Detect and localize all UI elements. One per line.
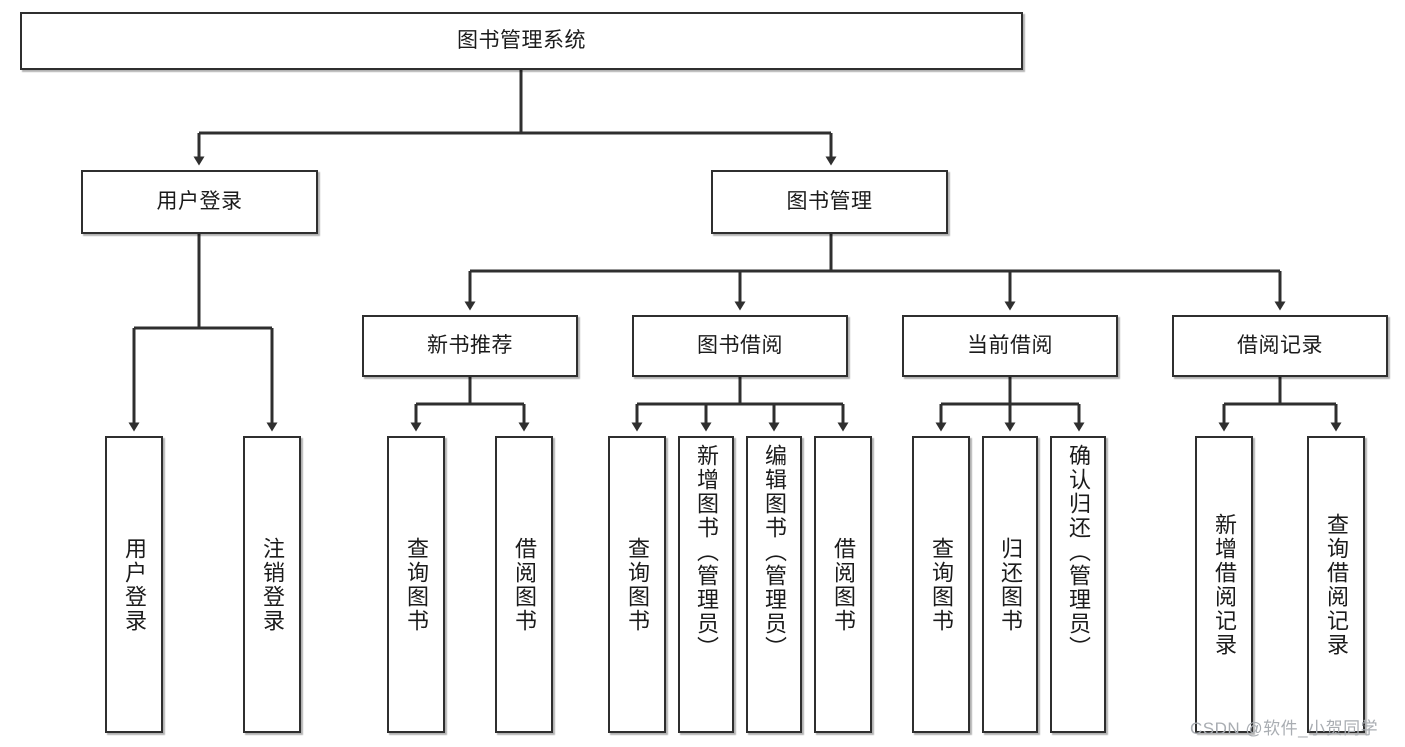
leaf-add-record-label: 新增借阅记录 [1212,512,1237,657]
node-book-manage-label: 图书管理 [786,189,873,213]
node-root[interactable]: 图书管理系统 [20,12,1023,70]
node-user-login-label: 用户登录 [156,189,243,213]
leaf-query-book-1-label: 查询图书 [404,536,429,633]
leaf-return-book[interactable]: 归还图书 [982,436,1038,733]
node-borrow-record[interactable]: 借阅记录 [1172,315,1388,377]
leaf-query-book-3-label: 查询图书 [929,536,954,633]
node-borrow-record-label: 借阅记录 [1237,333,1323,357]
leaf-add-record[interactable]: 新增借阅记录 [1195,436,1253,733]
leaf-logout-login-label: 注销登录 [260,536,285,633]
node-book-borrow[interactable]: 图书借阅 [632,315,848,377]
leaf-query-book-1[interactable]: 查询图书 [387,436,445,733]
node-book-manage[interactable]: 图书管理 [711,170,948,234]
leaf-user-login-label: 用户登录 [122,536,147,633]
leaf-query-record-label: 查询借阅记录 [1324,512,1349,657]
leaf-borrow-book-2[interactable]: 借阅图书 [814,436,872,733]
leaf-query-book-2-label: 查询图书 [625,536,650,633]
leaf-query-record[interactable]: 查询借阅记录 [1307,436,1365,733]
leaf-user-login[interactable]: 用户登录 [105,436,163,733]
leaf-add-book[interactable]: 新增图书（管理员） [678,436,734,733]
leaf-add-book-label: 新增图书（管理员） [694,444,719,660]
node-current-borrow[interactable]: 当前借阅 [902,315,1118,377]
leaf-return-book-label: 归还图书 [998,536,1023,633]
node-root-label: 图书管理系统 [457,28,586,52]
leaf-query-book-2[interactable]: 查询图书 [608,436,666,733]
leaf-confirm-return-label: 确认归还（管理员） [1066,444,1091,660]
leaf-borrow-book-1-label: 借阅图书 [512,536,537,633]
leaf-edit-book[interactable]: 编辑图书（管理员） [746,436,802,733]
node-book-borrow-label: 图书借阅 [697,333,783,357]
leaf-borrow-book-2-label: 借阅图书 [831,536,856,633]
node-new-book-rec[interactable]: 新书推荐 [362,315,578,377]
leaf-query-book-3[interactable]: 查询图书 [912,436,970,733]
node-new-book-rec-label: 新书推荐 [427,333,513,357]
leaf-confirm-return[interactable]: 确认归还（管理员） [1050,436,1106,733]
leaf-borrow-book-1[interactable]: 借阅图书 [495,436,553,733]
node-current-borrow-label: 当前借阅 [967,333,1053,357]
leaf-logout-login[interactable]: 注销登录 [243,436,301,733]
leaf-edit-book-label: 编辑图书（管理员） [762,444,787,660]
node-user-login[interactable]: 用户登录 [81,170,318,234]
